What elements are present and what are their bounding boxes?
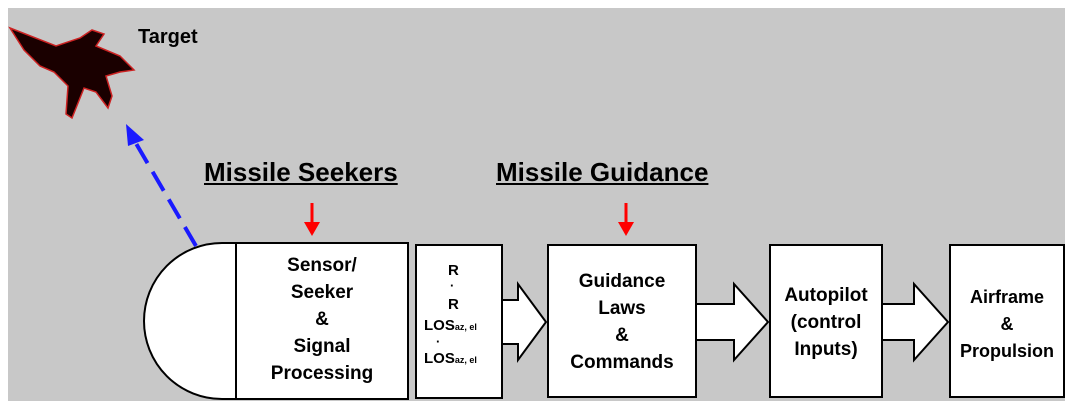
sensor-line-4: Signal xyxy=(293,336,351,357)
heading-missile-guidance: Missile Guidance xyxy=(496,157,709,187)
target-aircraft-icon xyxy=(8,26,136,120)
guidance-line-3: & xyxy=(615,325,629,346)
sensor-block xyxy=(235,242,409,400)
target-label: Target xyxy=(138,26,198,48)
signal-los: LOSaz, el xyxy=(424,317,477,334)
sensor-line-5: Processing xyxy=(270,363,374,384)
signal-range-rate: R xyxy=(448,296,459,313)
autopilot-line-1: Autopilot xyxy=(784,285,868,306)
heading-missile-seekers: Missile Seekers xyxy=(204,157,398,187)
guidance-line-2: Laws xyxy=(598,298,646,319)
autopilot-line-2: (control xyxy=(790,312,862,333)
autopilot-line-3: Inputs) xyxy=(794,339,858,360)
seekers-red-arrow xyxy=(304,203,320,236)
airframe-line-2: & xyxy=(1000,314,1014,334)
signal-los-text: LOS xyxy=(424,317,455,334)
guidance-line-1: Guidance xyxy=(578,271,666,292)
guidance-red-arrow xyxy=(618,203,634,236)
signal-los-rate-text: LOS xyxy=(424,350,455,367)
sensor-line-1: Sensor/ xyxy=(287,255,357,276)
signal-los-rate-sub: az, el xyxy=(454,355,477,365)
signal-range: R xyxy=(448,262,459,279)
guidance-line-4: Commands xyxy=(570,352,674,373)
airframe-line-3: Propulsion xyxy=(960,341,1054,361)
autopilot-block-text: Autopilot (control Inputs) xyxy=(770,282,882,363)
signal-los-rate: LOSaz, el xyxy=(424,350,477,367)
missile-nose-dome xyxy=(143,242,237,400)
signal-los-sub: az, el xyxy=(454,322,477,332)
autopilot-block xyxy=(769,244,883,398)
sensor-line-3: & xyxy=(315,309,329,330)
airframe-block xyxy=(949,244,1065,398)
airframe-line-1: Airframe xyxy=(969,287,1045,307)
guidance-block-text: Guidance Laws & Commands xyxy=(548,268,696,376)
airframe-block-text: Airframe & Propulsion xyxy=(950,284,1064,365)
arrow-autopilot-to-airframe xyxy=(881,281,950,363)
arrow-guidance-to-autopilot xyxy=(695,281,770,363)
sensor-line-2: Seeker xyxy=(290,282,354,303)
intercept-path-arrow xyxy=(126,124,198,248)
guidance-block xyxy=(547,244,697,398)
sensor-block-text: Sensor/ Seeker & Signal Processing xyxy=(236,252,408,387)
signal-range-rate-dot: · xyxy=(450,278,455,293)
signal-los-rate-dot: · xyxy=(436,334,441,349)
arrow-signals-to-guidance xyxy=(501,280,548,364)
